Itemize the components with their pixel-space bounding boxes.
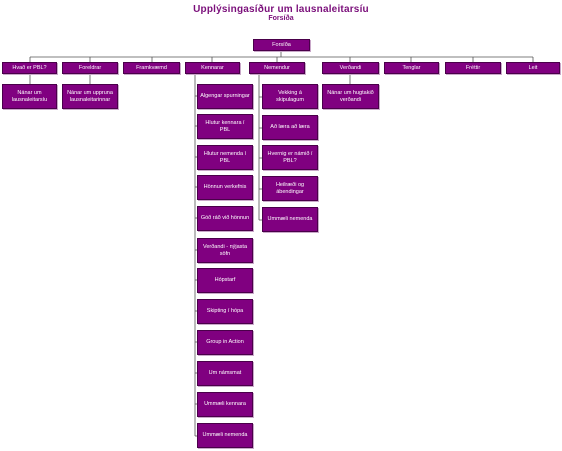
node-kennarar-child[interactable]: Hönnun verkefnis xyxy=(197,175,253,200)
node-root-forsida[interactable]: Forsíða xyxy=(253,39,310,51)
node-tenglar[interactable]: Tenglar xyxy=(384,62,439,74)
node-kennarar-child[interactable]: Algengar spurningar xyxy=(197,84,253,109)
node-verdandi[interactable]: Verðandi xyxy=(322,62,379,74)
node-frettir[interactable]: Fréttir xyxy=(445,62,501,74)
node-nemendur-child[interactable]: Ummæli nemenda xyxy=(262,207,318,232)
diagram-title: Upplýsingasíður um lausnaleitarsíu xyxy=(193,4,369,15)
node-kennarar-child[interactable]: Hlutur kennara í PBL xyxy=(197,114,253,139)
node-kennarar-child[interactable]: Ummæli kennara xyxy=(197,392,253,417)
node-kennarar-child[interactable]: Group in Action xyxy=(197,330,253,355)
node-hvad-nanar[interactable]: Nánar um lausnaleitarsíu xyxy=(2,84,57,109)
diagram-subtitle: Forsíða xyxy=(268,15,294,22)
node-hvad-er-pbl[interactable]: Hvað er PBL? xyxy=(2,62,57,74)
node-kennarar[interactable]: Kennarar xyxy=(185,62,240,74)
node-framkvaemd[interactable]: Framkvæmd xyxy=(123,62,180,74)
node-kennarar-child[interactable]: Hópstarf xyxy=(197,268,253,293)
node-leit[interactable]: Leit xyxy=(506,62,560,74)
node-kennarar-child[interactable]: Um námsmat xyxy=(197,361,253,386)
node-nemendur-child[interactable]: Vekking á skipulagum xyxy=(262,84,318,109)
node-foreldrar[interactable]: Foreldrar xyxy=(62,62,118,74)
node-kennarar-child[interactable]: Skipting í hópa xyxy=(197,299,253,324)
node-nemendur-child[interactable]: Heilræði og ábendingar xyxy=(262,176,318,201)
node-kennarar-child[interactable]: Hlutur nemenda í PBL xyxy=(197,145,253,170)
node-nemendur-child[interactable]: Að læra að læra xyxy=(262,115,318,140)
node-kennarar-child[interactable]: Ummæli nemenda xyxy=(197,423,253,448)
node-nemendur[interactable]: Nemendur xyxy=(249,62,305,74)
node-nemendur-child[interactable]: Hvernig er námið í PBL? xyxy=(262,145,318,170)
node-foreldrar-nanar[interactable]: Nánar um uppruna lausnaleitarinnar xyxy=(62,84,118,109)
node-kennarar-child[interactable]: Verðandi - nýjasta söfn xyxy=(197,238,253,263)
node-kennarar-child[interactable]: Góð ráð við hönnun xyxy=(197,206,253,231)
node-verdandi-nanar[interactable]: Nánar um hugtakið verðandi xyxy=(322,84,379,109)
